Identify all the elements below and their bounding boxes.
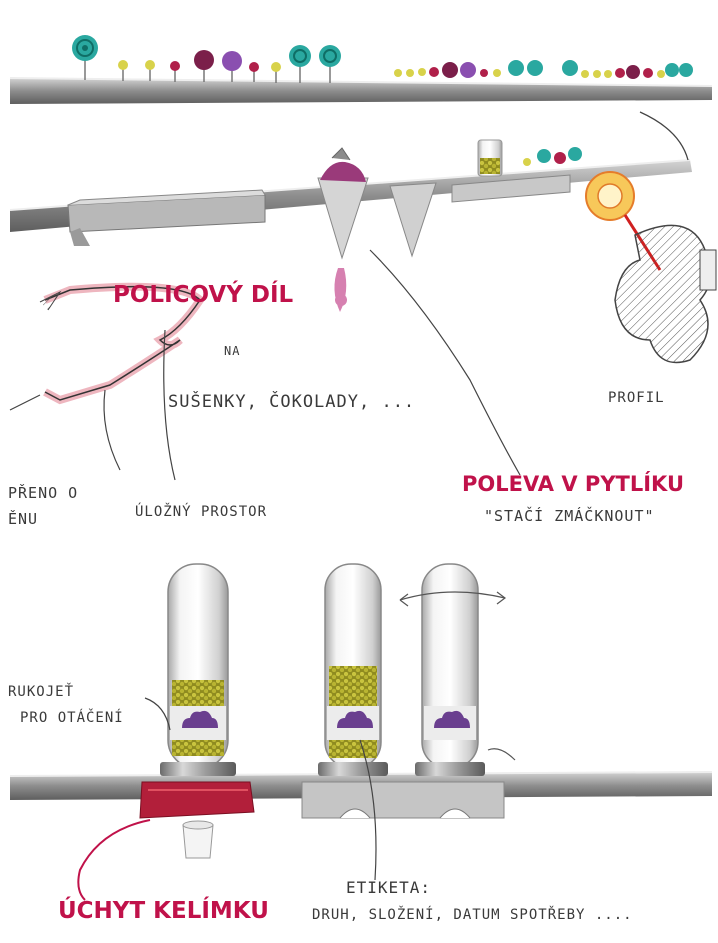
cup-holder <box>78 782 254 900</box>
shelf-for-label: NA <box>224 344 240 358</box>
profile-label: PROFIL <box>608 390 665 406</box>
empty-cone <box>390 183 436 256</box>
profile-detail <box>586 112 716 363</box>
icing-title: POLEVA V PYTLÍKU <box>462 472 684 496</box>
attached-label-1: PŘENO O <box>8 484 78 502</box>
dispenser-1 <box>160 564 236 776</box>
dispenser-2 <box>318 564 388 776</box>
dispenser-3 <box>400 564 515 776</box>
icing-subtitle: "STAČÍ ZMÁČKNOUT" <box>484 507 655 525</box>
icing-bag-cone <box>318 148 368 312</box>
shelf-items-label: SUŠENKY, ČOKOLADY, ... <box>168 392 415 412</box>
label-description: DRUH, SLOŽENÍ, DATUM SPOTŘEBY .... <box>312 907 633 923</box>
cup-holder-label: ÚCHYT KELÍMKU <box>58 898 269 924</box>
handle-label-2: PRO OTÁČENÍ <box>20 710 124 726</box>
lollipop-row <box>72 35 693 83</box>
shelf-part <box>68 190 265 246</box>
shelf-part-title: POLICOVÝ DÍL <box>113 282 293 308</box>
storage-label: ÚLOŽNÝ PROSTOR <box>135 504 267 520</box>
top-rail <box>10 78 712 104</box>
handle-label-1: RUKOJEŤ <box>8 684 74 700</box>
dispenser-mount <box>302 782 504 818</box>
label-title: ETIKETA: <box>346 878 431 897</box>
attached-label-2: ĚNU <box>8 510 38 528</box>
